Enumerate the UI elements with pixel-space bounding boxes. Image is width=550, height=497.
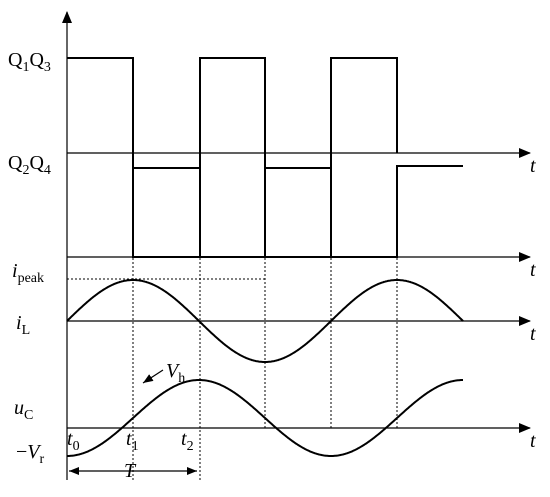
q13-waveform [67, 57, 398, 258]
label-ipeak: ipeak [12, 260, 44, 286]
uc-waveform [67, 379, 463, 457]
label-period: T [124, 460, 137, 482]
axis-label-t-4: t [530, 430, 536, 452]
label-q13: Q1Q3 [8, 49, 51, 75]
axis-label-t-3: t [530, 323, 536, 345]
label-t1: t1 [126, 428, 139, 454]
axis-label-t-1: t [530, 155, 536, 177]
label-t0: t0 [67, 428, 80, 454]
axis-label-t-2: t [530, 259, 536, 281]
label-vr: −Vr [16, 441, 45, 467]
label-t2: t2 [181, 428, 194, 454]
label-vh: Vh [166, 360, 185, 386]
q24-waveform [133, 165, 463, 258]
label-q24: Q2Q4 [8, 152, 51, 178]
label-il: iL [16, 312, 30, 338]
vh-pointer-arrow [142, 369, 164, 384]
il-waveform [66, 279, 464, 363]
label-uc: uC [14, 397, 33, 423]
